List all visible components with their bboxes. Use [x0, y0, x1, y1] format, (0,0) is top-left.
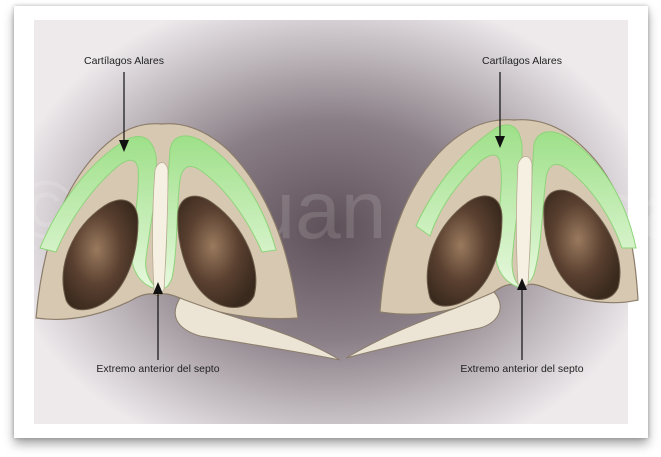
right-bottom-arrow — [517, 278, 527, 360]
left-top-arrow — [119, 72, 129, 152]
right-top-arrow — [495, 72, 505, 148]
right-top-label: Cartílagos Alares — [482, 55, 562, 67]
left-bottom-arrow — [153, 282, 163, 360]
right-bottom-label: Extremo anterior del septo — [460, 363, 583, 375]
left-bottom-label: Extremo anterior del septo — [96, 363, 219, 375]
left-top-label: Cartílagos Alares — [84, 55, 164, 67]
